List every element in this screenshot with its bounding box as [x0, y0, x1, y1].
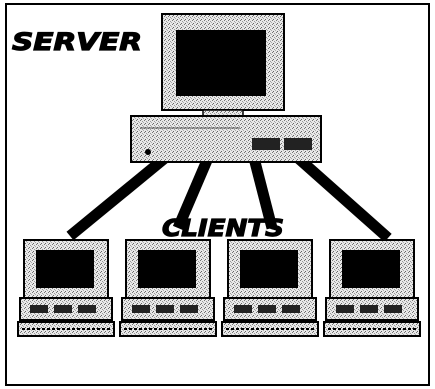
clients-label: CLIENTS [162, 216, 284, 242]
clients-group [17, 239, 421, 337]
client-keyboard [119, 321, 217, 337]
client-computer [221, 239, 319, 337]
client-keyboard [221, 321, 319, 337]
link-server-client-3 [248, 156, 278, 230]
client-screen [36, 250, 94, 288]
link-server-client-1 [66, 153, 169, 241]
link-server-client-2 [172, 155, 214, 231]
server-label: SERVER [12, 28, 142, 56]
link-server-client-4 [294, 153, 392, 243]
client-keyboard [323, 321, 421, 337]
client-computer [119, 239, 217, 337]
client-computer [17, 239, 115, 337]
client-screen [240, 250, 298, 288]
server-computer [130, 13, 322, 163]
connection-lines [66, 153, 392, 243]
client-screen [138, 250, 196, 288]
client-computer [323, 239, 421, 337]
client-keyboard [17, 321, 115, 337]
server-screen [176, 30, 266, 96]
client-screen [342, 250, 400, 288]
